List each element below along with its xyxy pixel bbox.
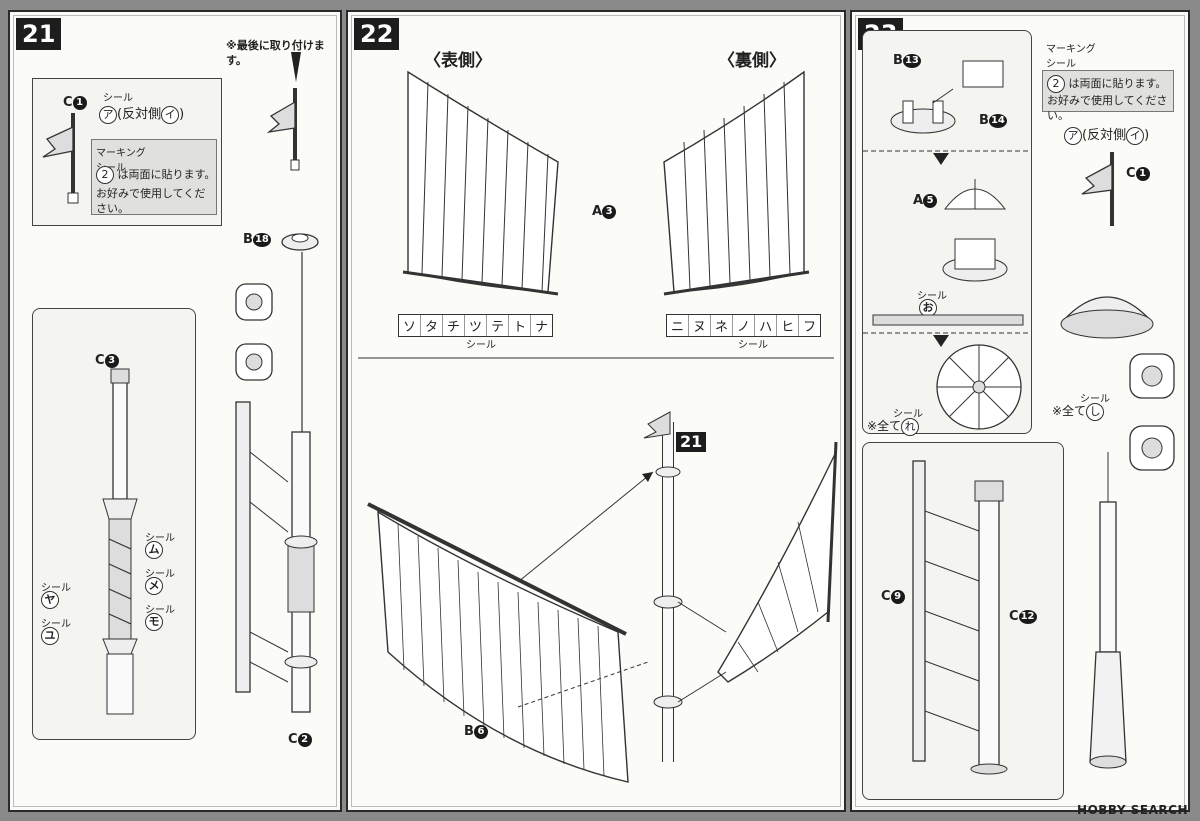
snap-detail-icon (235, 283, 273, 321)
back-side-heading: 〈裏側〉 (718, 51, 786, 71)
seal-a-label: ア(反対側イ) (99, 103, 184, 124)
sail-front-drawing (402, 70, 559, 296)
seal-a-label: ア(反対側イ) (1064, 124, 1149, 145)
flag-part-drawing (1081, 152, 1114, 226)
ref-step-21-badge: 21 (676, 432, 707, 452)
seal-strip-o (872, 314, 1024, 326)
seal-me-label: メ (145, 577, 163, 595)
divider-line (863, 332, 1031, 334)
marking-seal-note: マーキング シール 2 は両面に貼ります。 お好みで使用してください。 (91, 139, 217, 215)
arrow-down-icon (933, 335, 949, 347)
main-mast-drawing (1089, 452, 1127, 769)
flag-top-drawing (266, 88, 300, 171)
marking-seal-note: 2 は両面に貼ります。 お好みで使用してください。 (1042, 70, 1174, 122)
divider-line (358, 357, 834, 359)
snap-detail-icon (235, 343, 273, 381)
seal-label: シール (103, 93, 133, 104)
back-seal-row: ニヌネノハヒフ (666, 314, 822, 337)
dome-topview-drawing (936, 344, 1022, 430)
attach-last-note: ※最後に取り付けます。 (226, 39, 325, 67)
step-number-21: 21 (16, 18, 62, 50)
mast-c3-drawing (102, 368, 138, 715)
washer-b18-drawing (281, 233, 319, 251)
mast-c9-c12-drawing (912, 460, 1008, 775)
sail-mast-assembly-drawing (367, 411, 838, 783)
divider-line (863, 150, 1031, 152)
snap-detail-icon (1129, 425, 1175, 471)
nest-parts-drawing (890, 60, 1004, 134)
sail-back-drawing (663, 70, 810, 296)
seal-o-label: お (919, 299, 937, 317)
snap-detail-icon (1129, 353, 1175, 399)
dome-parts-drawing (942, 179, 1008, 282)
seal-ya-label: ヤ (41, 591, 59, 609)
flag-part-drawing (42, 113, 79, 204)
seal-yu-label: ユ (41, 627, 59, 645)
arrow-down-icon (291, 52, 301, 82)
step-23-panel: 23 B13 B14 A5 シール お (850, 10, 1190, 812)
mast-assembly-drawing (235, 252, 318, 713)
arrow-down-icon (933, 153, 949, 165)
seal-shi-all-note: ※全てし (1052, 402, 1105, 421)
seal-mo-label: モ (145, 613, 163, 631)
watermark-logo: HOBBY SEARCH (1077, 803, 1188, 817)
seal-mu-label: ム (145, 541, 163, 559)
dome-assembled-drawing (1060, 296, 1154, 339)
front-seal-row: ソタチツテトナ (398, 314, 554, 337)
front-side-heading: 〈表側〉 (424, 51, 492, 71)
step-number-22: 22 (354, 18, 400, 50)
seal-re-all-note: ※全てれ (867, 417, 920, 436)
